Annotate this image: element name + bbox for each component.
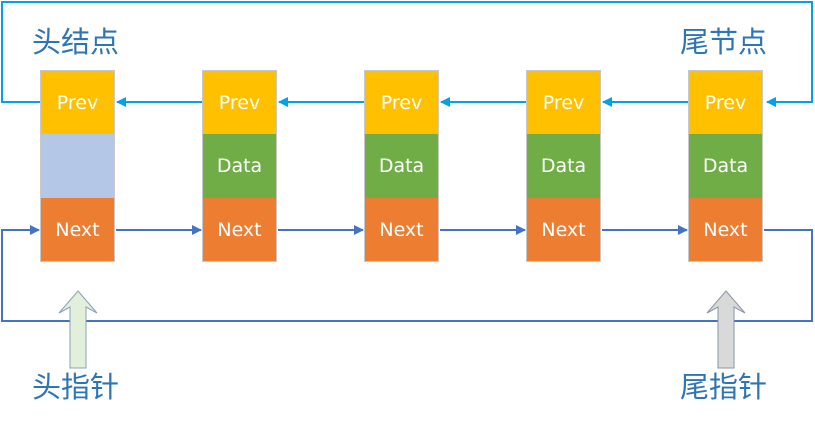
next-field: Next — [364, 198, 439, 262]
prev-field: Prev — [688, 70, 763, 134]
data-field-empty — [40, 134, 115, 198]
prev-field: Prev — [202, 70, 277, 134]
head-pointer-label: 头指针 — [32, 370, 120, 404]
next-field: Next — [40, 198, 115, 262]
prev-field: Prev — [40, 70, 115, 134]
data-field: Data — [364, 134, 439, 198]
head-pointer-arrow — [58, 290, 98, 369]
prev-links — [1, 1, 813, 107]
prev-link-head-to-tail — [1, 1, 813, 107]
tail-node-label: 尾节点 — [680, 25, 768, 59]
data-field: Data — [526, 134, 601, 198]
tail-pointer-label: 尾指针 — [680, 370, 768, 404]
next-link-tail-to-head — [1, 225, 813, 322]
prev-field: Prev — [526, 70, 601, 134]
tail-node: Prev Data Next — [688, 70, 763, 262]
data-field: Data — [688, 134, 763, 198]
next-field: Next — [202, 198, 277, 262]
next-field: Next — [688, 198, 763, 262]
list-node: Prev Data Next — [526, 70, 601, 262]
next-field: Next — [526, 198, 601, 262]
list-node: Prev Data Next — [364, 70, 439, 262]
tail-pointer-arrow — [706, 290, 746, 369]
data-field: Data — [202, 134, 277, 198]
prev-field: Prev — [364, 70, 439, 134]
next-links — [1, 225, 813, 322]
list-node: Prev Data Next — [202, 70, 277, 262]
head-node: Prev Next — [40, 70, 115, 262]
head-node-label: 头结点 — [32, 25, 120, 59]
